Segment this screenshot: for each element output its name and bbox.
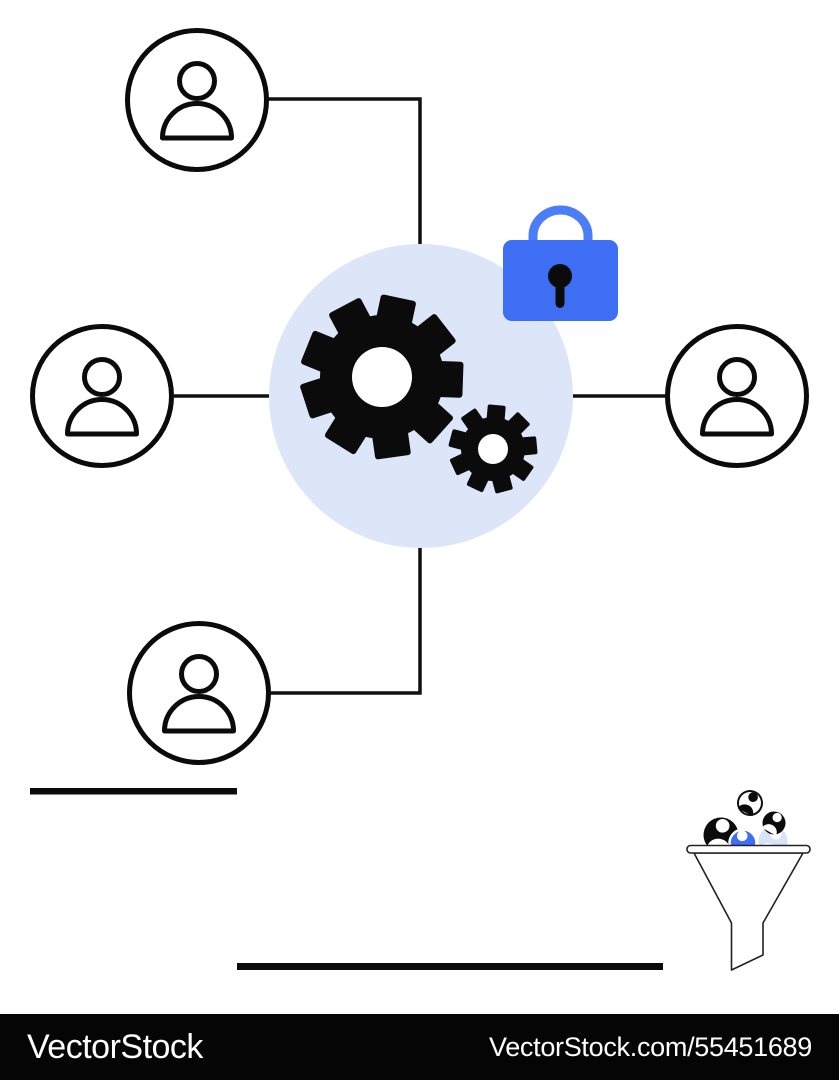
user-node-bottom-left [130, 624, 269, 763]
connector-top-left [267, 97, 422, 244]
funnel-icon [686, 844, 811, 971]
connector-bottom-left [271, 548, 422, 695]
funnel-rim [686, 844, 811, 854]
lock-shackle [528, 205, 593, 250]
watermark-brand: VectorStock [27, 1027, 203, 1066]
illustration-canvas [30, 0, 811, 971]
funnel-user-bubble-black-small [762, 809, 787, 836]
gear-small-icon [448, 404, 538, 494]
funnel-body [693, 852, 804, 971]
gear-large-icon [300, 294, 464, 460]
watermark-bar: VectorStock VectorStock.com/55451689 [0, 1014, 839, 1080]
funnel-user-bubble-outline [737, 789, 763, 817]
watermark-url: VectorStock.com/55451689 [488, 1031, 812, 1062]
user-node-top-left [128, 31, 267, 170]
divider-line-bottom [237, 963, 663, 970]
lock-icon [503, 205, 618, 321]
user-node-middle-left [33, 327, 172, 466]
user-node-right [668, 327, 807, 466]
keyhole-icon [548, 264, 572, 308]
divider-line-left [30, 788, 237, 795]
